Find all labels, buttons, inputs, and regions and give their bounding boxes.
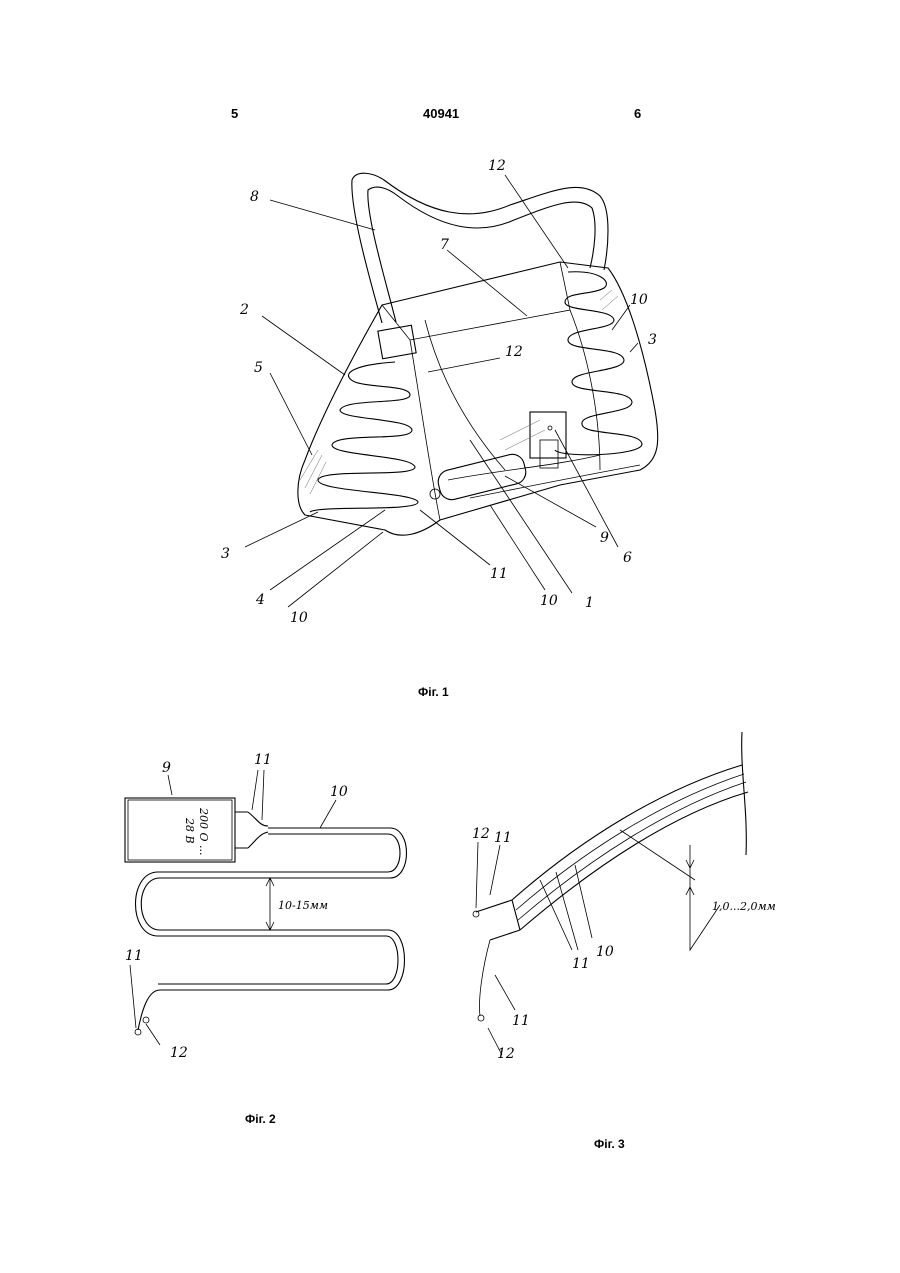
fig2-label-12: 12: [170, 1045, 188, 1061]
fig2-contact: [143, 1017, 149, 1023]
label-8: 8: [250, 189, 259, 205]
label-6: 6: [623, 550, 632, 566]
fig3-caption: Фіг. 3: [594, 1137, 625, 1151]
fig3-dimension: 1,0...2,0мм: [712, 900, 776, 913]
fig2-battery: [125, 798, 235, 862]
fig3-leader-lines: [476, 842, 592, 1055]
fig3-label-12-top: 12: [472, 826, 490, 842]
figure-2-heater-drawing: 200 О ... 28 В 10-15мм 9 11 10 11 12: [125, 752, 407, 1061]
battery-rating-text: 200 О ...: [197, 807, 210, 856]
fig2-dimension-arrow: [266, 878, 274, 930]
fig2-label-10: 10: [330, 784, 348, 800]
battery-cable: [448, 455, 640, 498]
label-12-mid: 12: [505, 344, 523, 360]
fig3-contact-bottom: [478, 1015, 484, 1021]
figure-3-wire-detail: 1,0...2,0мм 12 11 11 10 11 12: [472, 732, 776, 1062]
bag-front-edge: [410, 340, 440, 520]
label-4: 4: [255, 592, 265, 608]
fig2-terminals: [235, 812, 268, 848]
label-1: 1: [585, 595, 594, 611]
fig2-caption: Фіг. 2: [245, 1112, 276, 1126]
fig2-label-11-bottom: 11: [125, 948, 143, 964]
label-7: 7: [440, 237, 449, 253]
shading-hatch: [300, 290, 618, 494]
fig2-battery-inner: [128, 800, 232, 860]
fig3-dimension-lines: [620, 830, 720, 950]
fig3-label-11-bottom: 11: [512, 1013, 530, 1029]
internal-wire: [425, 320, 505, 470]
label-11: 11: [490, 566, 508, 582]
fig2-label-9: 9: [162, 760, 171, 776]
fig3-lead-wire: [479, 940, 490, 1016]
label-10-right: 10: [630, 292, 648, 308]
figure-1-bag-drawing: 8 7 12 10 3 2 12 5 6 9 3 11 10 1 4 10: [221, 158, 658, 626]
clasp-button: [548, 426, 552, 430]
fig2-heater-wire-inner: [136, 834, 401, 984]
label-10-bottom: 10: [540, 593, 558, 609]
fig3-label-12-bottom: 12: [497, 1046, 515, 1062]
fig3-label-10: 10: [596, 944, 614, 960]
fig2-dimension: 10-15мм: [278, 899, 328, 912]
fig3-wire-outer: [476, 765, 748, 940]
battery-voltage-text: 28 В: [183, 817, 196, 844]
label-9: 9: [600, 530, 609, 546]
fig3-label-11-mid: 11: [572, 956, 590, 972]
label-3-left: 3: [221, 546, 230, 562]
bag-body-outline: [298, 262, 658, 535]
label-10-left: 10: [290, 610, 308, 626]
fig2-heater-wire: [138, 828, 407, 1030]
left-heater-coil: [310, 362, 418, 512]
fig2-label-11-top: 11: [254, 752, 272, 768]
battery: [436, 452, 529, 502]
label-12-top: 12: [488, 158, 506, 174]
label-3-right: 3: [648, 332, 657, 348]
shoulder-strap: [352, 173, 608, 323]
label-2: 2: [239, 302, 249, 318]
fig3-label-11-top: 11: [494, 830, 512, 846]
fig1-caption: Фіг. 1: [418, 685, 449, 699]
label-5: 5: [254, 360, 263, 376]
